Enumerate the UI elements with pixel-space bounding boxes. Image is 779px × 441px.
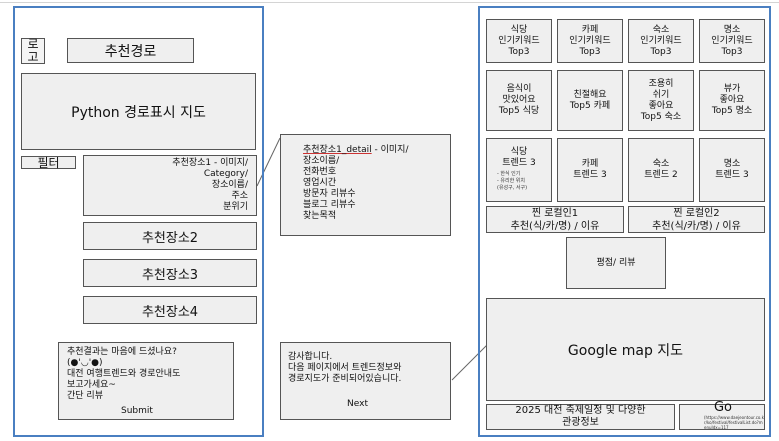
left-panel (13, 6, 264, 437)
keyword-cafe: 카페 인기키워드 Top3 (557, 19, 623, 63)
google-map[interactable]: Google map 지도 (486, 298, 765, 401)
top-divider (0, 2, 779, 3)
go-button[interactable]: Go (https://www.daejeontour.co.kr/ko/fes… (679, 400, 765, 430)
top5-food: 음식이 맛있어요 Top5 식당 (486, 70, 552, 131)
submit-button[interactable]: Submit (121, 406, 153, 416)
feedback-text: 추천결과는 마음에 드셨나요? (●'◡'●) 대전 여행트렌드와 경로안내도 … (67, 347, 181, 401)
top5-attraction: 뷰가 좋아요 Top5 명소 (699, 70, 765, 131)
filter-button[interactable]: 필터 (21, 156, 76, 170)
next-button[interactable]: Next (347, 399, 368, 409)
trend-attraction: 명소 트렌드 3 (699, 138, 765, 202)
logo: 로 고 (21, 38, 45, 64)
festival-info: 2025 대전 축제일정 및 다양한 관광정보 (486, 404, 675, 430)
trend-food-note: - 한식 인기 - 유리한 위치 (유성구, 서구) (497, 171, 528, 191)
recommended-place-3[interactable]: 추천장소3 (83, 259, 257, 287)
rating-review[interactable]: 평점/ 리뷰 (566, 237, 666, 289)
local-pick-1: 찐 로컬인1 추천(식/카/명) / 이유 (486, 206, 624, 233)
go-label: Go (713, 400, 733, 415)
trend-cafe: 카페 트렌드 3 (557, 138, 623, 202)
recommend-route-title: 추천경로 (67, 38, 194, 63)
keyword-food: 식당 인기키워드 Top3 (486, 19, 552, 63)
place-detail-panel: 추천장소1_detail - 이미지/ 장소이름/ 전화번호 영업시간 방문자 … (280, 134, 451, 236)
right-panel (478, 6, 771, 437)
recommended-place-2[interactable]: 추천장소2 (83, 222, 257, 250)
recommended-place-4[interactable]: 추천장소4 (83, 296, 257, 324)
trend-food: 식당 트렌드 3 - 한식 인기 - 유리한 위치 (유성구, 서구) (486, 138, 552, 202)
thanks-text: 감사합니다. 다음 페이지에서 트렌드정보와 경로지도가 준비되어있습니다. (288, 352, 402, 384)
top5-lodging: 조용히 쉬기 좋아요 Top5 숙소 (628, 70, 694, 131)
keyword-lodging: 숙소 인기키워드 Top3 (628, 19, 694, 63)
recommended-place-1-text: 추천장소1 - 이미지/ Category/ 장소이름/ 주소 분위기 (172, 158, 248, 212)
detail-title: 추천장소1_detail - 이미지/ 장소이름/ 전화번호 영업시간 방문자 … (303, 145, 448, 222)
python-route-map: Python 경로표시 지도 (21, 73, 256, 150)
go-url: (https://www.daejeontour.co.kr/ko/festiv… (704, 415, 764, 430)
recommended-place-1[interactable]: 추천장소1 - 이미지/ Category/ 장소이름/ 주소 분위기 (83, 155, 257, 216)
keyword-attraction: 명소 인기키워드 Top3 (699, 19, 765, 63)
thanks-panel: 감사합니다. 다음 페이지에서 트렌드정보와 경로지도가 준비되어있습니다. N… (280, 342, 451, 420)
trend-food-title: 식당 트렌드 3 (502, 147, 536, 168)
detail-title-name: 추천장소1_detail (303, 145, 372, 155)
feedback-box: 추천결과는 마음에 드셨나요? (●'◡'●) 대전 여행트렌드와 경로안내도 … (58, 342, 234, 420)
top5-cafe: 친절해요 Top5 카페 (557, 70, 623, 131)
local-pick-2: 찐 로컬인2 추천(식/카/명) / 이유 (628, 206, 765, 233)
trend-lodging: 숙소 트렌드 2 (628, 138, 694, 202)
detail-title-suffix: - 이미지/ 장소이름/ 전화번호 영업시간 방문자 리뷰수 블로그 리뷰수 찾… (303, 145, 409, 221)
